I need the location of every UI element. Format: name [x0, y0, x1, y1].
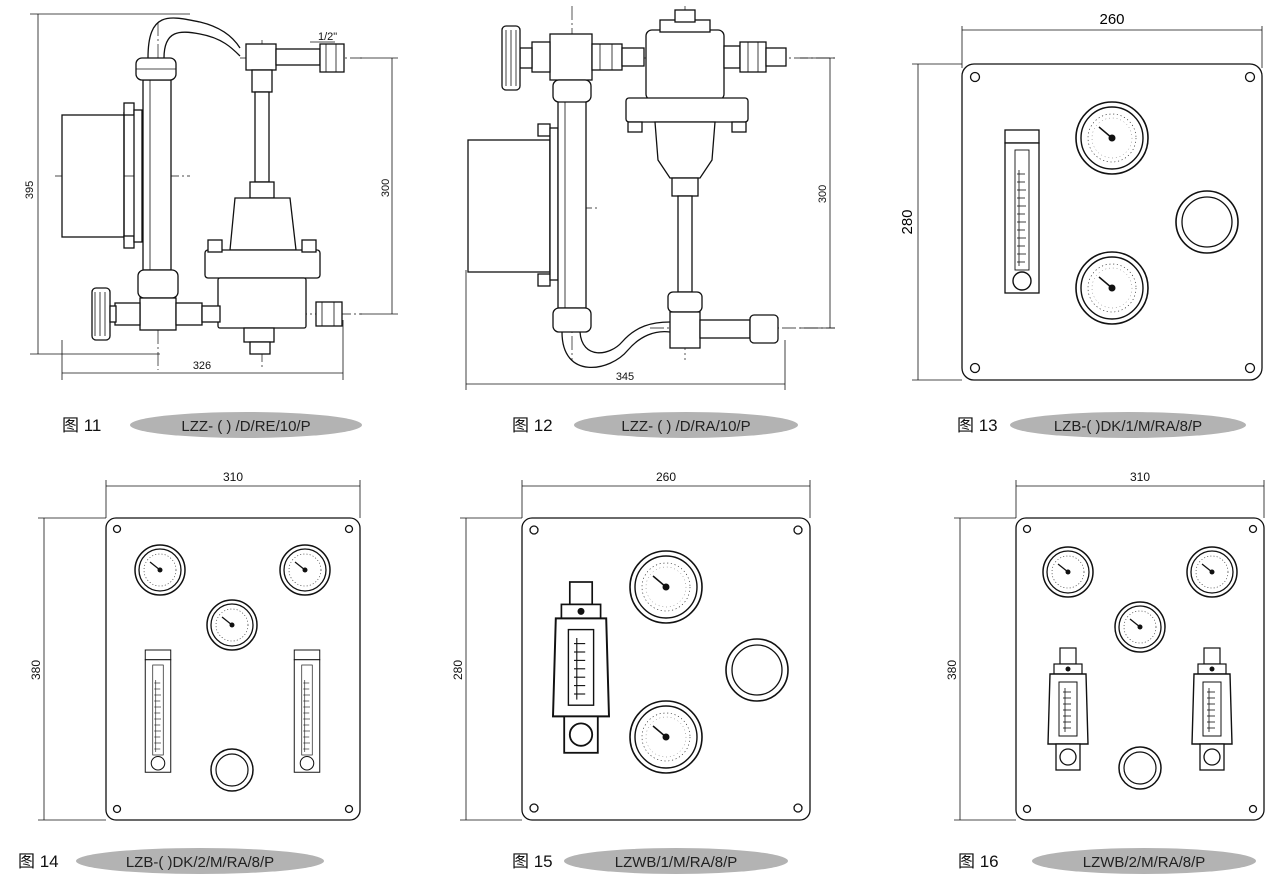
fig16-dim-height: 380: [945, 660, 959, 680]
fig13-dim-height: 280: [899, 209, 916, 234]
figure-13: 260 280: [899, 11, 1263, 381]
figure-14: 310 380: [29, 470, 361, 821]
fig11-model: LZZ- ( ) /D/RE/10/P: [181, 418, 310, 435]
fig11-label: 图 11: [62, 416, 101, 435]
fig15-dim-width: 260: [656, 470, 676, 484]
fig12-dim-width: 345: [616, 371, 634, 383]
figure-12: 300 345: [465, 6, 835, 390]
figure-11: 395 300 326 1/2": [24, 13, 398, 380]
fig11-dim-width: 326: [193, 360, 211, 372]
fig13-dim-width: 260: [1099, 11, 1124, 28]
figure-15: 260 280: [451, 470, 811, 821]
fig12-label: 图 12: [512, 416, 553, 435]
fig12-model: LZZ- ( ) /D/RA/10/P: [621, 418, 750, 435]
fig14-dim-height: 380: [29, 660, 43, 680]
fig14-label: 图 14: [18, 852, 59, 871]
fig13-model: LZB-( )DK/1/M/RA/8/P: [1054, 418, 1202, 435]
figure-16: 310 380: [945, 470, 1265, 821]
caption-fig14: 图 14 LZB-( )DK/2/M/RA/8/P: [18, 848, 324, 874]
fig12-dim-height: 300: [817, 185, 829, 203]
fig15-model: LZWB/1/M/RA/8/P: [615, 854, 738, 871]
fig11-dim-height: 395: [24, 181, 36, 199]
fig15-label: 图 15: [512, 852, 553, 871]
fig14-model: LZB-( )DK/2/M/RA/8/P: [126, 854, 274, 871]
fig16-dim-width: 310: [1130, 470, 1150, 484]
fig11-dim-pipe: 1/2": [318, 31, 337, 43]
fig15-dim-height: 280: [451, 660, 465, 680]
caption-fig13: 图 13 LZB-( )DK/1/M/RA/8/P: [957, 412, 1246, 438]
caption-fig15: 图 15 LZWB/1/M/RA/8/P: [512, 848, 788, 874]
caption-fig12: 图 12 LZZ- ( ) /D/RA/10/P: [512, 412, 798, 438]
fig13-label: 图 13: [957, 416, 998, 435]
fig11-dim-inner-height: 300: [380, 179, 392, 197]
caption-fig16: 图 16 LZWB/2/M/RA/8/P: [958, 848, 1256, 874]
caption-fig11: 图 11 LZZ- ( ) /D/RE/10/P: [62, 412, 362, 438]
fig16-model: LZWB/2/M/RA/8/P: [1083, 854, 1206, 871]
fig14-dim-width: 310: [223, 470, 243, 484]
fig16-label: 图 16: [958, 852, 999, 871]
